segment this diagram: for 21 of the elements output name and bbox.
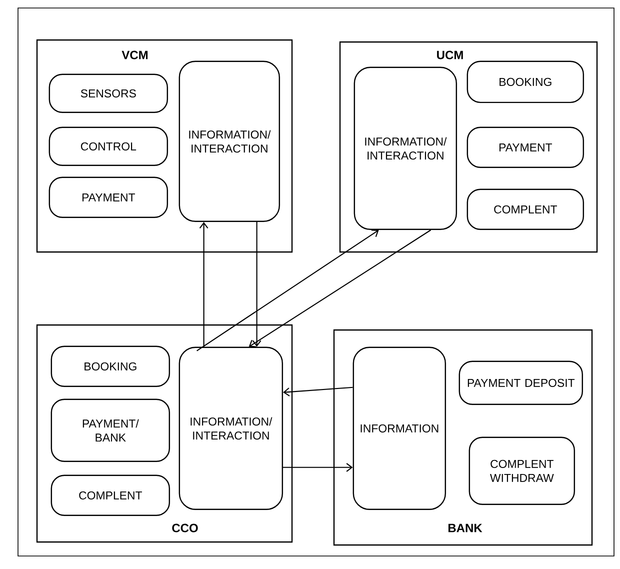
- item-box: COMPLENT: [466, 188, 584, 230]
- arrow: [196, 230, 379, 352]
- item-box: PAYMENT: [48, 176, 168, 218]
- info-box: INFORMATION/ INTERACTION: [354, 66, 458, 230]
- info-box: INFORMATION: [352, 346, 446, 510]
- arrow: [252, 222, 262, 347]
- info-box: INFORMATION/ INTERACTION: [178, 60, 280, 222]
- item-box: COMPLENT WITHDRAW: [468, 436, 575, 505]
- arrow: [199, 222, 208, 347]
- item-box: PAYMENT: [466, 126, 584, 168]
- item-box: SENSORS: [48, 74, 168, 113]
- item-box: PAYMENT/ BANK: [50, 398, 170, 462]
- item-box: CONTROL: [48, 126, 168, 166]
- item-box: BOOKING: [50, 346, 170, 387]
- arrow: [248, 230, 432, 348]
- item-box: PAYMENT DEPOSIT: [458, 360, 583, 405]
- item-box: COMPLENT: [50, 474, 170, 516]
- info-box: INFORMATION/ INTERACTION: [178, 346, 284, 510]
- arrow: [283, 386, 353, 396]
- arrow: [283, 462, 353, 472]
- item-box: BOOKING: [466, 60, 584, 104]
